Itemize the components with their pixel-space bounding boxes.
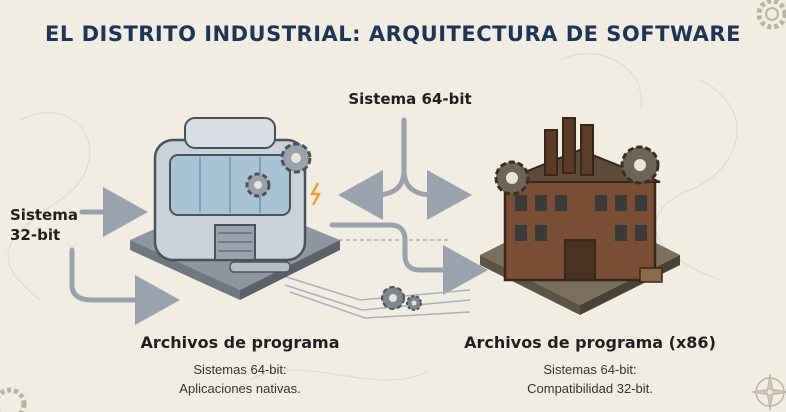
label-system-64bit: Sistema 64-bit: [348, 90, 472, 108]
corner-gear-top-right-icon: [756, 0, 786, 30]
right-desc-line2: Compatibilidad 32-bit.: [527, 381, 653, 396]
left-building-description: Sistemas 64-bit: Aplicaciones nativas.: [110, 360, 370, 398]
arrow-32bit-in: [69, 187, 180, 325]
corner-gear-bottom-left-icon: [0, 387, 27, 412]
lightning-bolt-icon: [309, 182, 322, 206]
left-desc-line1: Sistemas 64-bit:: [193, 362, 287, 377]
arrow-64bit-split: [338, 117, 472, 220]
modern-building-illustration: [130, 117, 340, 300]
right-building-description: Sistemas 64-bit: Compatibilidad 32-bit.: [440, 360, 740, 398]
arrow-32bit-to-x86: [329, 222, 488, 295]
right-building-title: Archivos de programa (x86): [464, 333, 716, 352]
left-building-title: Archivos de programa: [140, 333, 340, 352]
left-desc-line2: Aplicaciones nativas.: [179, 381, 301, 396]
page-title: EL DISTRITO INDUSTRIAL: ARQUITECTURA DE …: [45, 22, 741, 46]
data-cables: [279, 239, 471, 319]
center-gear-icon: [381, 286, 405, 310]
label-system-32bit-line1: Sistema: [10, 206, 78, 224]
center-gear-small-icon: [406, 295, 422, 311]
label-system-32bit: Sistema 32-bit: [10, 205, 90, 245]
brick-factory-illustration: [480, 117, 680, 315]
right-desc-line1: Sistemas 64-bit:: [543, 362, 637, 377]
label-system-32bit-line2: 32-bit: [10, 226, 61, 244]
compass-rose-icon: [751, 373, 786, 411]
